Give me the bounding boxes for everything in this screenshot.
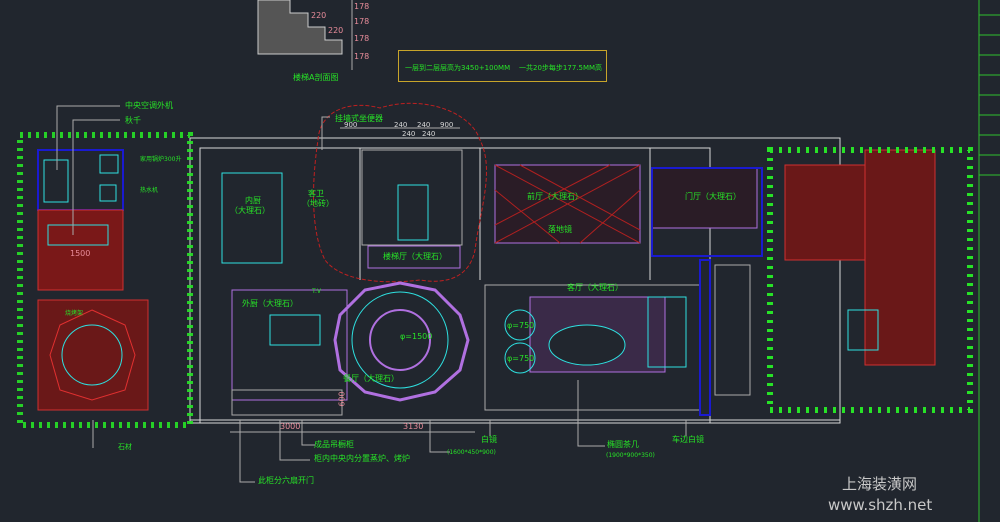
dim-top: 900: [344, 121, 358, 129]
label-six-doors: 此柜分六扇开门: [258, 476, 314, 485]
label-tea-table: 椭圆茶几: [607, 440, 639, 449]
label-tv: T.V: [312, 288, 321, 295]
label-inner-kitchen-material: （大理石）: [230, 206, 270, 215]
label-stool-2: φ=750: [507, 354, 535, 363]
label-cabinet: 成品吊橱柜: [314, 440, 354, 449]
tree-border: [17, 132, 193, 428]
label-outer-kitchen: 外厨（大理石）: [242, 299, 298, 308]
label-stool-1: φ=750: [507, 321, 535, 330]
watermark-url: www.shzh.net: [828, 496, 933, 514]
riser-dim: 178: [354, 17, 370, 26]
label-guest-bath-material: （地砖）: [302, 199, 334, 208]
label-ac-unit: 中央空调外机: [125, 101, 173, 110]
note-line2: 一共20步每步177.5MM高: [519, 64, 603, 72]
label-living: 客厅（大理石）: [567, 283, 623, 292]
height-note-box: 一层到二层层高为3450+100MM 一共20步每步177.5MM高: [398, 50, 607, 82]
label-stair-hall: 楼梯厅（大理石）: [383, 252, 447, 261]
bench-dim: 1500: [70, 249, 91, 258]
label-guest-bath: 客卫: [308, 189, 324, 198]
label-dining: 餐厅（大理石）: [343, 374, 399, 383]
label-front-hall: 前厅（大理石）: [527, 192, 583, 201]
watermark-cn: 上海装潢网: [842, 475, 918, 493]
riser-dim: 178: [354, 34, 370, 43]
tread-dim: 220: [328, 26, 344, 35]
label-floor-mirror: 落地镜: [548, 225, 572, 234]
tread-dim: 220: [311, 11, 327, 20]
note-line1: 一层到二层层高为3450+100MM: [405, 64, 511, 72]
label-bevel-mirror: 车边白镜: [672, 435, 704, 444]
label-stone: 石材: [118, 443, 132, 451]
label-tea-table-size: (1900*900*350): [606, 452, 655, 459]
label-swing: 秋千: [125, 116, 141, 125]
label-mirror-size: (1600*450*900): [447, 449, 496, 456]
label-inner-kitchen: 内厨: [245, 196, 261, 205]
dim-top: 240: [417, 121, 431, 129]
riser-dim: 178: [354, 2, 370, 11]
label-bbq: 烧烤架: [65, 310, 84, 317]
label-boiler: 家用锅炉300升: [140, 156, 182, 163]
dim-top2: 240: [402, 130, 416, 138]
label-mirror: 白镜: [481, 435, 497, 444]
right-panel: [978, 0, 1000, 522]
dim-top2: 240: [422, 130, 436, 138]
dim-top: 900: [440, 121, 454, 129]
riser-dim: 178: [354, 52, 370, 61]
label-cabinet-note: 柜内中央内分置蒸炉、烤炉: [314, 454, 410, 463]
dining-table: [333, 281, 470, 402]
dim-top: 240: [394, 121, 408, 129]
label-water-heater: 热水机: [140, 187, 159, 194]
label-dining-diameter: φ=1500: [400, 332, 433, 341]
dim-600: 600: [337, 391, 347, 407]
dim-3130: 3130: [403, 422, 424, 431]
dim-3000: 3000: [280, 422, 301, 431]
label-toilet: 挂墙式坐便器: [335, 114, 383, 123]
label-entry-hall: 门厅（大理石）: [685, 192, 741, 201]
stair-section-drawing: [257, 0, 353, 70]
stair-section-title: 楼梯A剖面图: [293, 73, 339, 82]
